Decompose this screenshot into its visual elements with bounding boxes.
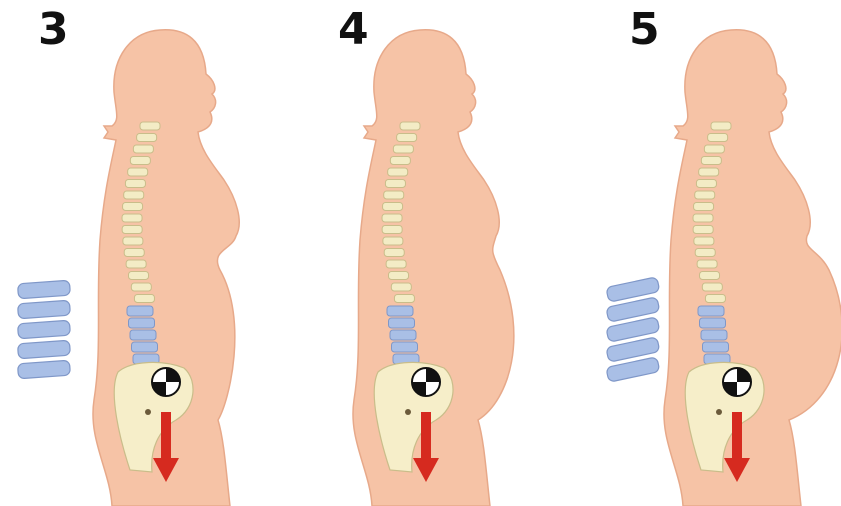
vertebra — [391, 283, 411, 291]
vertebra — [129, 272, 149, 280]
vertebra — [125, 180, 145, 188]
vertebra — [397, 134, 417, 142]
vertebra — [131, 283, 151, 291]
lumbar-inset — [606, 277, 660, 382]
inset-vertebra — [18, 360, 71, 379]
vertebra — [694, 237, 714, 245]
lumbar-vertebra — [701, 330, 727, 340]
vertebra — [389, 272, 409, 280]
inset-vertebra — [18, 300, 71, 319]
vertebra — [701, 157, 721, 165]
lumbar-vertebra — [387, 306, 413, 316]
vertebra — [130, 157, 150, 165]
vertebra — [697, 260, 717, 268]
vertebra — [705, 295, 725, 303]
vertebra — [123, 203, 143, 211]
vertebra — [122, 226, 142, 234]
vertebra — [693, 226, 713, 234]
vertebra — [695, 249, 715, 257]
vertebra — [694, 203, 714, 211]
vertebra — [384, 191, 404, 199]
vertebra — [386, 260, 406, 268]
vertebra — [384, 249, 404, 257]
lumbar-vertebra — [130, 330, 156, 340]
hip-joint — [716, 409, 722, 415]
vertebra — [137, 134, 157, 142]
vertebra — [696, 180, 716, 188]
vertebra — [383, 203, 403, 211]
inset-vertebra — [18, 280, 71, 299]
vertebra — [708, 134, 728, 142]
vertebra — [383, 237, 403, 245]
arrow-shaft — [421, 412, 431, 462]
lumbar-vertebra — [132, 342, 158, 352]
hip-joint — [145, 409, 151, 415]
vertebra — [385, 180, 405, 188]
stage-panel-3: 3 — [0, 0, 280, 506]
vertebra — [704, 145, 724, 153]
figure-stage-4 — [280, 0, 560, 506]
vertebra — [382, 226, 402, 234]
vertebra — [700, 272, 720, 280]
vertebra — [382, 214, 402, 222]
vertebra — [702, 283, 722, 291]
vertebra — [124, 191, 144, 199]
arrow-shaft — [732, 412, 742, 462]
center-of-gravity-marker — [412, 368, 440, 396]
figure-stage-3 — [0, 0, 280, 506]
lumbar-vertebra — [127, 306, 153, 316]
vertebra — [390, 157, 410, 165]
vertebra — [695, 191, 715, 199]
lumbar-vertebra — [700, 318, 726, 328]
vertebra — [123, 237, 143, 245]
vertebra — [393, 145, 413, 153]
vertebra — [699, 168, 719, 176]
stage-panel-4: 4 — [280, 0, 560, 506]
stage-panel-5: 5 — [561, 0, 841, 506]
vertebra — [128, 168, 148, 176]
lumbar-vertebra — [389, 318, 415, 328]
inset-vertebra — [18, 340, 71, 359]
lumbar-vertebra — [392, 342, 418, 352]
figure-stage-5 — [561, 0, 841, 506]
vertebra — [394, 295, 414, 303]
center-of-gravity-marker — [723, 368, 751, 396]
hip-joint — [405, 409, 411, 415]
vertebra — [711, 122, 731, 130]
vertebra — [693, 214, 713, 222]
vertebra — [122, 214, 142, 222]
vertebra — [400, 122, 420, 130]
lumbar-inset — [18, 280, 71, 379]
arrow-shaft — [161, 412, 171, 462]
vertebra — [140, 122, 160, 130]
lumbar-vertebra — [390, 330, 416, 340]
vertebra — [124, 249, 144, 257]
body-silhouette — [353, 30, 514, 506]
vertebra — [134, 295, 154, 303]
vertebra — [126, 260, 146, 268]
vertebra — [133, 145, 153, 153]
inset-vertebra — [18, 320, 71, 339]
vertebra — [388, 168, 408, 176]
lumbar-vertebra — [698, 306, 724, 316]
center-of-gravity-marker — [152, 368, 180, 396]
lumbar-vertebra — [703, 342, 729, 352]
lumbar-vertebra — [129, 318, 155, 328]
